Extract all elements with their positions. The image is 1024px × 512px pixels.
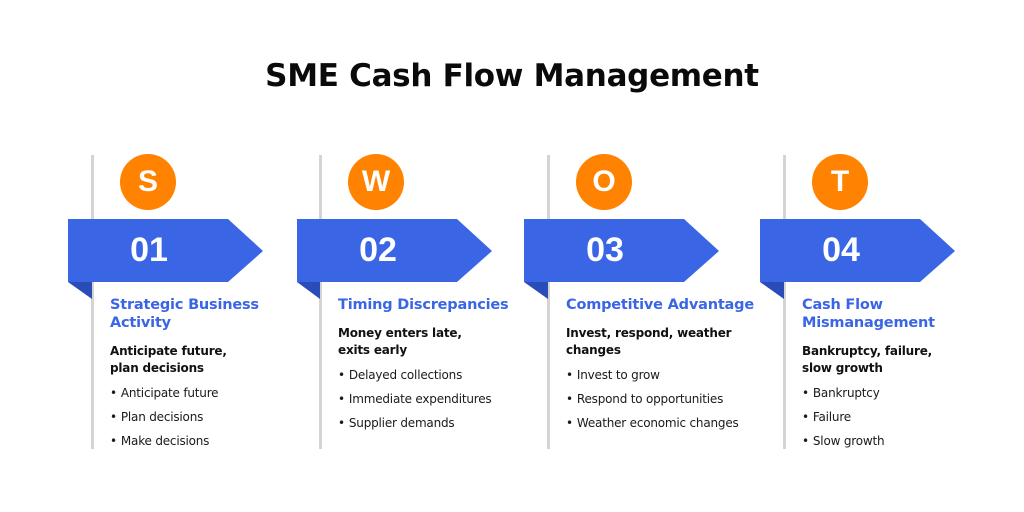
divider-line: [547, 155, 550, 449]
divider-line: [783, 155, 786, 449]
list-item: •Supplier demands: [338, 416, 455, 430]
number-banner: 01: [68, 219, 264, 299]
letter-circle: W: [348, 154, 404, 210]
list-item: •Respond to opportunities: [566, 392, 724, 406]
step-number: 01: [130, 231, 168, 269]
bullet-icon: •: [802, 410, 809, 424]
list-item: •Anticipate future: [110, 386, 219, 400]
letter-circle: S: [120, 154, 176, 210]
bullet-list: •Anticipate future •Plan decisions •Make…: [110, 381, 310, 453]
bullet-icon: •: [566, 416, 573, 430]
swot-column-weaknesses: W 02 Timing Discrepancies Money enters l…: [0, 0, 509, 512]
list-item: •Bankruptcy: [802, 386, 880, 400]
step-number: 03: [586, 231, 624, 269]
divider-line: [319, 155, 322, 449]
swot-column-strengths: S 01 Strategic Business Activity Anticip…: [0, 0, 263, 512]
bullet-icon: •: [566, 368, 573, 382]
column-heading: Cash Flow Mismanagement: [802, 297, 935, 331]
swot-column-opportunities: O 03 Competitive Advantage Invest, respo…: [0, 0, 754, 512]
step-number: 04: [822, 231, 860, 269]
list-item: •Delayed collections: [338, 368, 463, 382]
arrow-banner-icon: [524, 219, 719, 299]
bullet-icon: •: [566, 392, 573, 406]
bullet-list: •Bankruptcy •Failure •Slow growth: [802, 381, 1002, 453]
bullet-list: •Delayed collections •Immediate expendit…: [338, 363, 538, 435]
bullet-icon: •: [338, 416, 345, 430]
bullet-icon: •: [338, 392, 345, 406]
number-banner: 03: [524, 219, 720, 299]
column-content: Cash Flow Mismanagement Bankruptcy, fail…: [802, 296, 1002, 453]
column-heading: Strategic Business Activity: [110, 297, 259, 331]
number-banner: 02: [297, 219, 493, 299]
swot-column-threats: T 04 Cash Flow Mismanagement Bankruptcy,…: [0, 0, 955, 512]
divider-line: [91, 155, 94, 449]
bullet-icon: •: [110, 386, 117, 400]
bullet-list: •Invest to grow •Respond to opportunitie…: [566, 363, 766, 435]
arrow-banner-icon: [760, 219, 955, 299]
column-summary: Anticipate future, plan decisions: [110, 344, 227, 375]
step-number: 02: [359, 231, 397, 269]
column-summary: Money enters late, exits early: [338, 326, 462, 357]
column-content: Competitive Advantage Invest, respond, w…: [566, 296, 766, 435]
column-heading: Timing Discrepancies: [338, 297, 509, 313]
list-item: •Failure: [802, 410, 851, 424]
column-summary: Bankruptcy, failure, slow growth: [802, 344, 932, 375]
page-title: SME Cash Flow Management: [265, 58, 759, 94]
column-heading: Competitive Advantage: [566, 297, 754, 313]
column-content: Strategic Business Activity Anticipate f…: [110, 296, 310, 453]
list-item: •Invest to grow: [566, 368, 660, 382]
bullet-icon: •: [110, 410, 117, 424]
bullet-icon: •: [110, 434, 117, 448]
bullet-icon: •: [338, 368, 345, 382]
letter-circle: O: [576, 154, 632, 210]
arrow-banner-icon: [297, 219, 492, 299]
arrow-banner-icon: [68, 219, 263, 299]
list-item: •Immediate expenditures: [338, 392, 492, 406]
bullet-icon: •: [802, 434, 809, 448]
list-item: •Slow growth: [802, 434, 885, 448]
column-content: Timing Discrepancies Money enters late, …: [338, 296, 538, 435]
list-item: •Make decisions: [110, 434, 210, 448]
column-summary: Invest, respond, weather changes: [566, 326, 732, 357]
bullet-icon: •: [802, 386, 809, 400]
number-banner: 04: [760, 219, 956, 299]
list-item: •Plan decisions: [110, 410, 204, 424]
list-item: •Weather economic changes: [566, 416, 739, 430]
letter-circle: T: [812, 154, 868, 210]
